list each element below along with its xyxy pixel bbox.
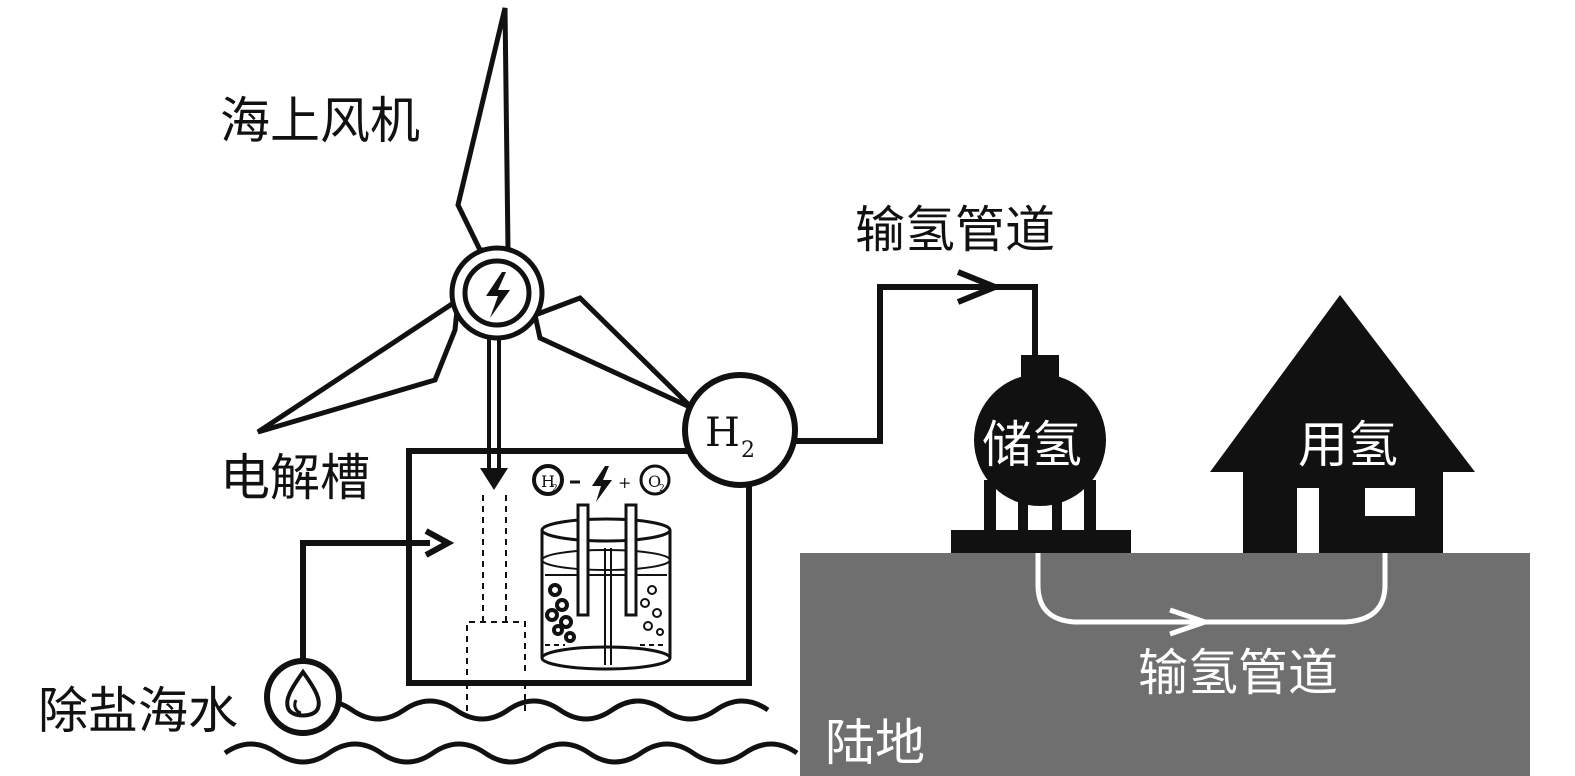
water-arrow-icon xyxy=(424,528,455,558)
lightning-icon xyxy=(486,272,510,318)
h2-label: H xyxy=(705,410,740,456)
svg-text:+: + xyxy=(618,473,631,492)
electrolyzer-label: 电解槽 xyxy=(220,449,370,507)
storage-label: 储氢 xyxy=(982,416,1082,474)
land-label: 陆地 xyxy=(825,714,925,772)
desalinated-water-label: 除盐海水 xyxy=(38,682,238,740)
house-icon xyxy=(1210,295,1475,553)
h2-output-node: H 2 xyxy=(682,372,798,488)
lightning-small-icon xyxy=(592,466,612,502)
h2-subscript: 2 xyxy=(741,438,755,463)
reaction-h-sub: 2 xyxy=(552,484,558,494)
electrolyzer-box xyxy=(406,448,752,686)
hydrogen-bubbles xyxy=(545,583,576,643)
usage-label: 用氢 xyxy=(1298,416,1398,474)
pipeline-to-storage xyxy=(795,284,1038,444)
turbine-blades xyxy=(256,7,694,435)
wind-turbine-label: 海上风机 xyxy=(220,92,420,150)
electrolysis-beaker-icon xyxy=(540,503,672,671)
water-drop-icon xyxy=(264,658,342,736)
land-area xyxy=(800,553,1530,776)
pipeline-arrow-icon xyxy=(956,269,1003,305)
reaction-o-sub: 2 xyxy=(659,484,665,494)
power-arrow-icon xyxy=(480,468,508,490)
oxygen-bubbles xyxy=(640,585,664,636)
underground-arrow-icon xyxy=(1169,607,1213,637)
pipeline-bottom-label: 输氢管道 xyxy=(1138,644,1338,702)
dashed-conduit xyxy=(466,495,526,715)
reaction-h-label: H xyxy=(541,472,555,491)
o2-molecule-icon xyxy=(639,464,671,496)
sea-waves xyxy=(223,698,799,765)
reaction-equation: H 2 + O 2 xyxy=(532,464,671,502)
turbine-hub xyxy=(449,245,545,341)
storage-tank-icon xyxy=(951,355,1131,553)
water-supply-line xyxy=(300,540,430,662)
reaction-o-label: O xyxy=(648,472,661,491)
h2-molecule-icon xyxy=(532,464,564,496)
pipeline-top-label: 输氢管道 xyxy=(855,201,1055,259)
